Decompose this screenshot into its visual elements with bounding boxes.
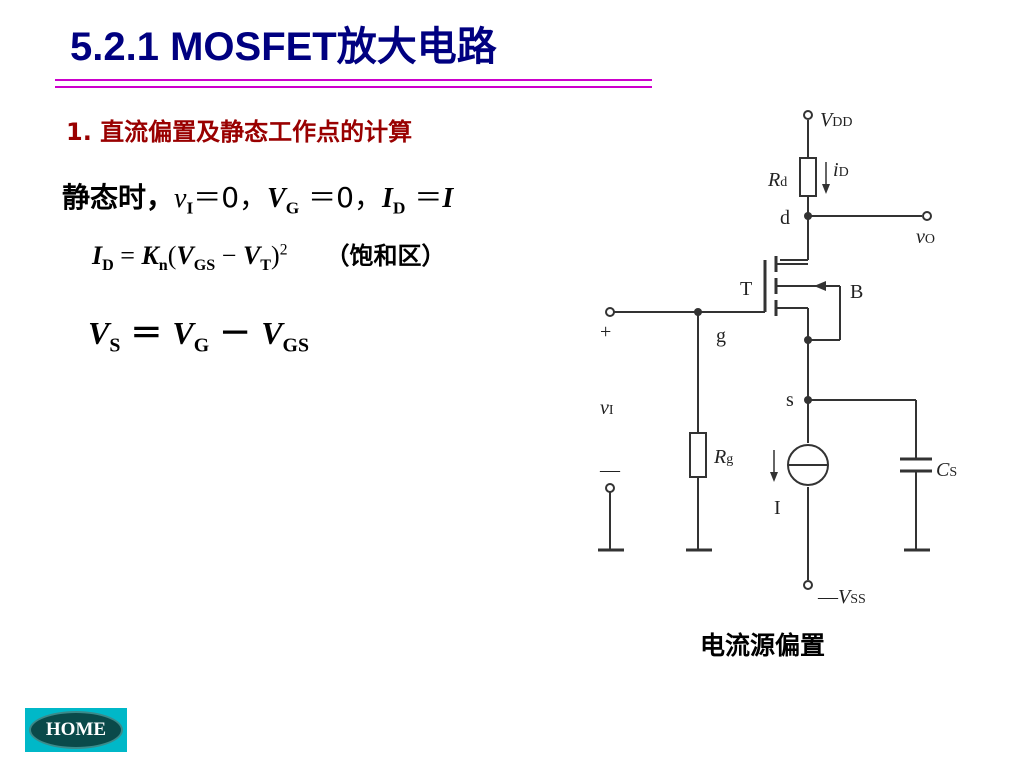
title-underline-top	[55, 79, 652, 81]
eq1-id: I	[381, 183, 393, 214]
eq1-vg-sub: G	[285, 198, 300, 218]
source-current-arrow	[770, 472, 778, 482]
title-underline-bottom	[55, 86, 652, 88]
drain-current-equation: ID = Kn(VGS − VT)2（饱和区）	[92, 236, 446, 275]
eq2-vgs: V	[176, 241, 194, 270]
eq2-k-sub: n	[158, 257, 168, 275]
page-title: 5.2.1 MOSFET放大电路	[70, 25, 497, 69]
home-button-label: HOME	[29, 711, 123, 749]
eq1-prefix: 静态时，	[62, 181, 175, 214]
eq3-equals: ＝	[130, 315, 163, 351]
drain-resistor	[799, 157, 817, 197]
label-vo: v	[916, 226, 925, 248]
circuit-caption: 电流源偏置	[700, 631, 826, 660]
eq2-id: I	[92, 241, 103, 270]
eq1-eq: ＝	[405, 181, 443, 214]
eq2-k: K	[141, 241, 159, 270]
eq1-zero-2: ＝0，	[299, 181, 382, 214]
label-current-i: I	[774, 497, 781, 519]
label-transistor: T	[740, 278, 752, 300]
current-source-bias-circuit: VDD Rd iD d vO T B + g vI s Rg — CS I —V…	[598, 109, 957, 608]
label-body: B	[850, 281, 863, 303]
label-rd-sub: d	[780, 175, 787, 190]
label-vss-prefix: —	[817, 586, 839, 608]
eq3-vgs-sub: GS	[282, 334, 309, 357]
label-rd: R	[767, 169, 780, 191]
svg-text:—VSS: —VSS	[817, 586, 866, 608]
label-vss-sub: SS	[850, 592, 866, 607]
vdd-terminal	[803, 110, 813, 120]
eq2-vt: V	[242, 241, 261, 270]
output-terminal	[922, 211, 932, 221]
eq3-vs-sub: S	[109, 334, 121, 357]
eq2-vgs-sub: GS	[193, 257, 216, 275]
source-voltage-equation: VS＝VG－VGS	[88, 308, 309, 357]
label-vdd-sub: DD	[832, 115, 852, 130]
eq2-open-paren: (	[167, 241, 177, 270]
svg-text:VDD: VDD	[820, 109, 852, 131]
label-node-s: s	[786, 389, 794, 411]
input-terminal-positive	[605, 307, 615, 317]
label-input-minus: —	[599, 459, 621, 481]
eq2-minus: −	[215, 241, 243, 270]
eq1-zero-1: ＝0，	[193, 181, 268, 214]
body-node-dot	[804, 336, 812, 344]
label-input-plus: +	[600, 321, 611, 343]
eq3-vgs: V	[261, 315, 283, 351]
label-vo-sub: O	[925, 232, 935, 247]
svg-text:Rd: Rd	[767, 169, 787, 191]
label-cs: C	[936, 459, 950, 481]
svg-text:Rg: Rg	[713, 446, 733, 468]
label-node-g: g	[716, 325, 726, 347]
eq1-vi-sub: I	[186, 198, 194, 218]
quiescent-condition-equation: 静态时，vI＝0，VG ＝0，ID ＝I	[62, 176, 453, 219]
label-rg-sub: g	[726, 452, 733, 467]
node-d-dot	[804, 212, 812, 220]
home-button[interactable]: HOME	[25, 708, 127, 752]
eq1-vg: V	[267, 183, 286, 214]
eq2-equals: =	[113, 241, 142, 270]
label-vdd: V	[820, 109, 835, 131]
label-vi-sub: I	[609, 403, 614, 418]
eq2-vt-sub: T	[260, 257, 272, 275]
drain-current-arrow	[822, 184, 830, 194]
input-terminal-negative	[605, 483, 615, 493]
svg-text:CS: CS	[936, 459, 957, 481]
label-vss: V	[838, 586, 853, 608]
label-node-d: d	[780, 207, 790, 229]
eq3-vg: V	[172, 315, 194, 351]
label-cs-sub: S	[949, 465, 957, 480]
eq3-vs: V	[88, 315, 110, 351]
eq2-close-paren: )	[271, 241, 280, 270]
section-heading: 1. 直流偏置及静态工作点的计算	[66, 118, 413, 146]
eq1-id-sub: D	[392, 198, 406, 218]
node-g-dot	[694, 308, 702, 316]
label-rg: R	[713, 446, 726, 468]
svg-text:iD: iD	[833, 159, 849, 181]
svg-text:vO: vO	[916, 226, 935, 248]
eq1-i: I	[442, 183, 454, 214]
eq1-vi: v	[174, 183, 187, 214]
svg-text:vI: vI	[600, 397, 614, 419]
saturation-region-note: （饱和区）	[325, 242, 446, 270]
node-s-dot	[804, 396, 812, 404]
body-arrow	[814, 281, 826, 291]
gate-resistor	[689, 432, 707, 478]
vss-terminal	[803, 580, 813, 590]
eq2-id-sub: D	[102, 257, 114, 275]
label-id-sub: D	[839, 165, 849, 180]
label-vi: v	[600, 397, 609, 419]
eq3-vg-sub: G	[193, 334, 210, 357]
label-id: i	[833, 159, 839, 181]
eq2-power: 2	[279, 241, 288, 259]
eq3-minus: －	[219, 315, 252, 351]
